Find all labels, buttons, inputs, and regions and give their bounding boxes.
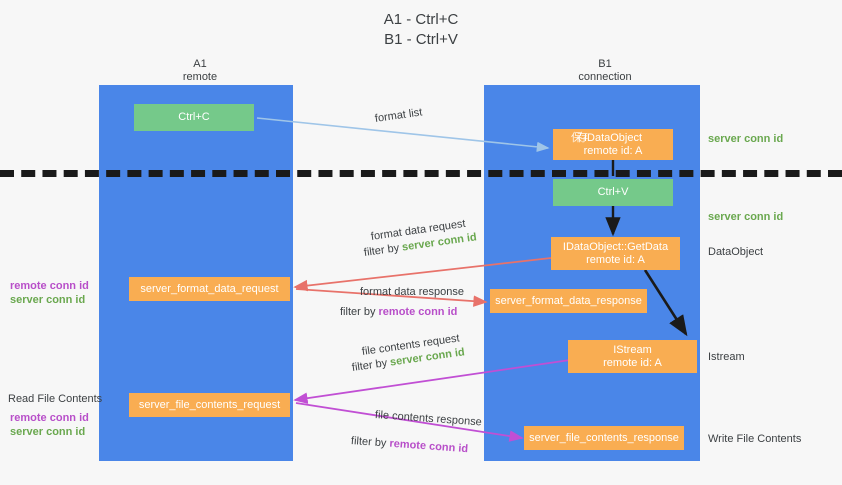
left-label-read-file-contents: Read File Contents [8,393,103,405]
box-ctrl-v[interactable]: Ctrl+V [553,179,673,206]
title-line-1: A1 - Ctrl+C [383,11,459,28]
arrow-file-contents-request [293,359,571,404]
box-server-format-data-request[interactable]: server_format_data_request [129,277,290,301]
filter-by-text-2: filter by [340,306,379,318]
right-label-write-file-contents: Write File Contents [708,433,802,445]
garble-glyph-2: 存 [576,131,588,144]
box-ctrl-c-label: Ctrl+C [178,111,210,123]
column-a1-sub: remote [182,71,218,83]
box-idataobject-line1: 保 存 IDataObject [571,131,643,145]
arrow-format-list [256,117,550,152]
box-istream[interactable]: IStream remote id: A [568,340,697,373]
left-label-server-conn-id-2: server conn id [10,426,86,438]
left-label-remote-conn-id-2: remote conn id [10,412,89,424]
box-server-file-contents-request-label: server_file_contents_request [138,398,281,411]
title-line-2: B1 - Ctrl+V [384,31,458,48]
right-label-server-conn-id-top: server conn id [708,133,784,145]
right-label-dataobject: DataObject [708,246,764,258]
column-header-b1: B1 connection [540,58,670,84]
arrow-file-contents-response [295,402,524,442]
box-getdata-line1: IDataObject::GetData [562,240,669,253]
box-server-file-contents-response[interactable]: server_file_contents_response [524,426,684,450]
left-label-remote-conn-id-1: remote conn id [10,280,89,292]
remote-conn-id-chip-1: remote conn id [378,306,458,318]
box-ctrl-c[interactable]: Ctrl+C [134,104,254,131]
right-label-server-conn-id-second: server conn id [708,211,784,223]
page-title: A1 - Ctrl+C B1 - Ctrl+V [0,10,842,50]
box-server-format-data-request-label: server_format_data_request [140,282,279,295]
arrow-getdata-istream [643,269,688,337]
box-getdata[interactable]: IDataObject::GetData remote id: A [551,237,680,270]
right-label-istream: Istream [708,351,745,363]
column-b1-name: B1 [598,58,612,70]
box-idataobject[interactable]: 保 存 IDataObject remote id: A [553,129,673,160]
phase-divider [0,170,842,177]
box-istream-line1: IStream [613,343,652,356]
arrow-format-data-request [293,257,552,292]
garble-glyph-1: 保 [570,131,582,144]
column-header-a1: A1 remote [140,58,260,84]
box-ctrl-v-label: Ctrl+V [597,186,629,198]
edge-label-format-data-response: format data response [360,286,464,298]
edge-filter-format-data-response: filter by remote conn id [340,305,457,319]
box-server-format-data-response-label: server_format_data_response [495,294,642,307]
column-b1-sub: connection [578,71,632,83]
box-server-file-contents-request[interactable]: server_file_contents_request [129,393,290,417]
box-getdata-line2: remote id: A [586,253,645,266]
box-server-file-contents-response-label: server_file_contents_response [529,431,679,444]
box-idataobject-title: IDataObject [583,131,643,144]
column-a1-name: A1 [193,58,207,70]
box-idataobject-line2: remote id: A [583,144,643,157]
left-label-server-conn-id-1: server conn id [10,294,86,306]
arrow-format-data-response [295,288,488,307]
filter-by-text-4: filter by [350,435,390,450]
box-server-format-data-response[interactable]: server_format_data_response [490,289,647,313]
box-istream-line2: remote id: A [603,356,662,369]
